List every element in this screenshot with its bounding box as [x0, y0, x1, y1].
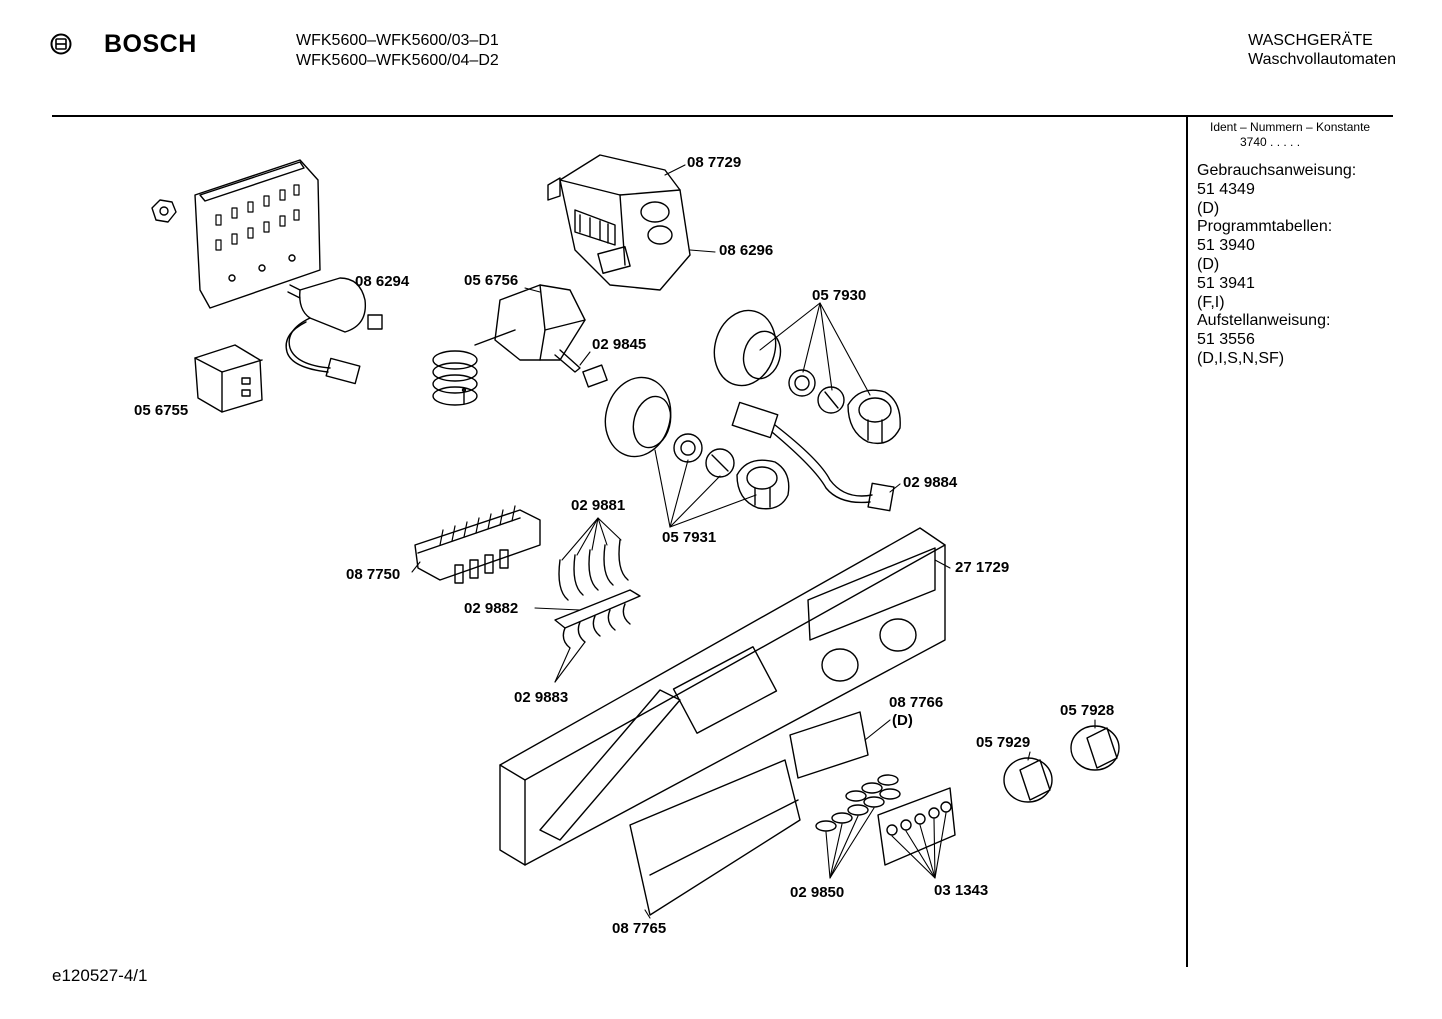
label-strip-part: [789, 711, 869, 779]
capacitor-part: [285, 277, 383, 385]
front-cover-part: [629, 759, 801, 916]
category-subtitle: Waschvollautomaten: [1248, 51, 1396, 68]
header-rule: [52, 115, 1393, 117]
coil-part: [432, 350, 478, 406]
leader-lines: [411, 164, 1096, 919]
transformer-part: [194, 344, 263, 413]
part-label: 05 7931: [662, 529, 717, 546]
knob-large: [1070, 725, 1120, 771]
contact-rail-part: [554, 589, 641, 649]
model-line-1: WFK5600–WFK5600/03–D1: [296, 32, 499, 49]
part-label: 27 1729: [955, 559, 1010, 576]
document-code: e120527-4/1: [52, 966, 148, 985]
doc-line: 51 4349: [1197, 180, 1255, 198]
connector-part: [731, 401, 895, 512]
nut-part: [151, 199, 177, 223]
part-label: 05 6755: [134, 402, 189, 419]
doc-line: (D): [1197, 255, 1220, 273]
doc-line: (D,I,S,N,SF): [1197, 349, 1285, 367]
part-label: 02 9882: [464, 600, 519, 617]
springs-part: [815, 774, 901, 832]
ident-value: 3740 . . . . .: [1240, 135, 1301, 149]
part-label: 08 7750: [346, 566, 401, 583]
document-list: Gebrauchsanweisung: 51 4349 (D) Programm…: [1197, 162, 1356, 369]
part-label: 08 7766: [889, 694, 944, 711]
sidebar-divider: [1186, 117, 1188, 967]
part-label: 02 9850: [790, 884, 845, 901]
doc-line: Gebrauchsanweisung:: [1197, 162, 1357, 179]
doc-line: 51 3556: [1197, 331, 1255, 349]
knob-base-lower: [736, 459, 790, 510]
part-label: 02 9845: [592, 336, 647, 353]
part-label: 02 9881: [571, 497, 626, 514]
knob-cap-lower: [604, 376, 672, 458]
doc-line: 51 3941: [1197, 274, 1255, 292]
knob-disc-lower-1: [673, 433, 703, 463]
ident-label: Ident – Nummern – Konstante: [1210, 120, 1371, 134]
part-label: 05 7928: [1060, 702, 1115, 719]
knob-disc-upper-2: [817, 386, 845, 414]
doc-line: 51 3940: [1197, 237, 1255, 255]
part-label: 03 1343: [934, 882, 989, 899]
part-label: 02 9883: [514, 689, 569, 706]
knob-cap-upper: [713, 309, 782, 387]
part-label: 05 7929: [976, 734, 1031, 751]
knob-small: [1003, 757, 1053, 803]
part-label: 08 7765: [612, 920, 667, 937]
part-label: 02 9884: [903, 474, 958, 491]
doc-line: (F,I): [1197, 293, 1225, 311]
part-label-variant: (D): [892, 712, 913, 729]
part-label: 08 7729: [687, 154, 742, 171]
model-line-2: WFK5600–WFK5600/04–D2: [296, 52, 499, 69]
doc-line: Programmtabellen:: [1197, 218, 1333, 236]
switch-bank-part: [414, 505, 541, 584]
category: WASCHGERÄTE Waschvollautomaten: [1248, 31, 1396, 69]
knob-disc-lower-2: [705, 448, 735, 478]
doc-line: (D): [1197, 199, 1220, 217]
knob-disc-upper-1: [788, 369, 816, 397]
part-label: 08 6294: [355, 273, 410, 290]
category-title: WASCHGERÄTE: [1248, 32, 1373, 49]
key-buttons-part: [877, 787, 956, 866]
brand-name: BOSCH: [104, 30, 197, 58]
bosch-logo-icon: [50, 33, 72, 55]
bracket-plate: [194, 159, 321, 309]
part-label: 05 6756: [464, 272, 519, 289]
switch-block-part: [474, 284, 586, 373]
part-label: 08 6296: [719, 242, 774, 259]
top-unit-part: [547, 154, 691, 291]
coupler-part: [582, 364, 608, 388]
doc-line: Aufstellanweisung:: [1197, 312, 1331, 330]
model-list: WFK5600–WFK5600/03–D1 WFK5600–WFK5600/04…: [296, 31, 499, 71]
control-panel-part: [499, 527, 946, 866]
knob-base-upper: [847, 389, 901, 445]
exploded-parts-drawing: [151, 154, 1120, 919]
part-label: 05 7930: [812, 287, 867, 304]
spring-clips-part: [558, 539, 629, 601]
